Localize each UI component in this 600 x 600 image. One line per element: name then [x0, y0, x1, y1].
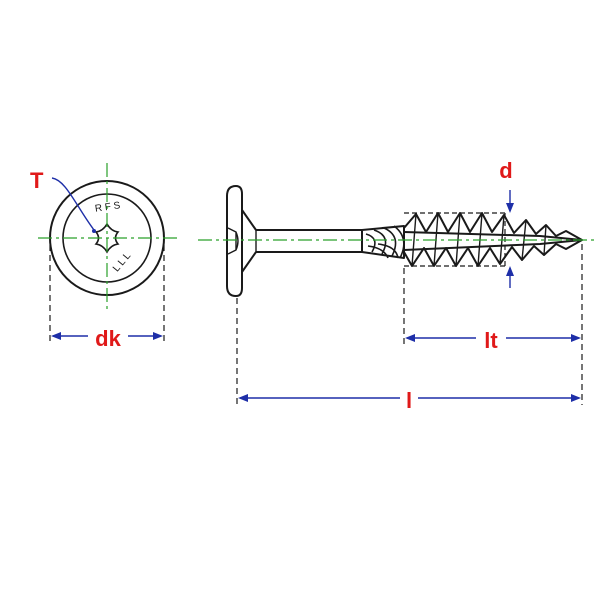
cutter-section — [361, 225, 405, 259]
label-diameter: d — [499, 158, 512, 183]
head-cone — [241, 209, 257, 273]
label-drive: T — [30, 168, 44, 193]
dimension-d — [506, 190, 514, 288]
head-marking-top: R F S — [94, 200, 121, 214]
label-head-diameter: dk — [95, 326, 121, 351]
head-centerlines — [38, 163, 178, 310]
label-length: l — [406, 388, 412, 413]
extension-lines — [236, 244, 583, 405]
head-marking-bottom: L L L — [111, 250, 134, 274]
drive-leader-dot — [92, 229, 96, 233]
washer-head — [226, 185, 243, 297]
drive-leader-line — [51, 177, 95, 231]
screw-side-view — [226, 185, 583, 297]
thread-crests-top — [403, 212, 583, 241]
thread-crests-bottom — [403, 239, 583, 267]
head-recess — [227, 227, 239, 255]
label-thread-length: lt — [484, 328, 498, 353]
